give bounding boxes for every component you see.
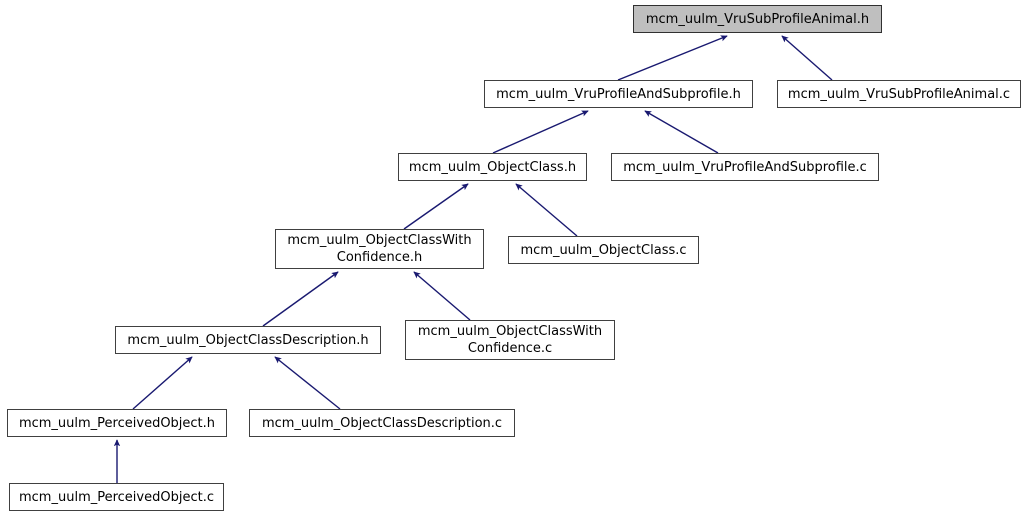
graph-node-vru_sub_profile_animal_c[interactable]: mcm_uulm_VruSubProfileAnimal.c bbox=[777, 80, 1021, 108]
edge-vru_sub_profile_animal_c-to-vru_sub_profile_animal_h bbox=[781, 35, 833, 81]
graph-node-label: mcm_uulm_ObjectClassDescription.h bbox=[127, 332, 369, 348]
graph-node-perceived_object_c[interactable]: mcm_uulm_PerceivedObject.c bbox=[9, 483, 224, 511]
graph-node-label: mcm_uulm_PerceivedObject.c bbox=[19, 489, 214, 505]
graph-node-vru_profile_and_subprofile_c[interactable]: mcm_uulm_VruProfileAndSubprofile.c bbox=[611, 153, 879, 181]
graph-node-object_class_description_c[interactable]: mcm_uulm_ObjectClassDescription.c bbox=[249, 409, 515, 437]
graph-node-vru_profile_and_subprofile_h[interactable]: mcm_uulm_VruProfileAndSubprofile.h bbox=[484, 80, 753, 108]
graph-node-label: mcm_uulm_ObjectClassDescription.c bbox=[261, 415, 503, 431]
edge-object_class_description_c-to-object_class_description_h bbox=[274, 356, 341, 410]
graph-node-label: mcm_uulm_ObjectClass.h bbox=[408, 159, 577, 175]
edge-object_class_c-to-object_class_h bbox=[515, 183, 578, 237]
graph-node-object_class_c[interactable]: mcm_uulm_ObjectClass.c bbox=[508, 236, 699, 264]
graph-node-label: mcm_uulm_ObjectClassWith Confidence.h bbox=[287, 233, 472, 265]
edge-object_class_with_confidence_c-to-object_class_with_confidence_h bbox=[413, 271, 471, 321]
edge-object_class_h-to-vru_profile_and_subprofile_h bbox=[492, 110, 589, 154]
graph-node-object_class_description_h[interactable]: mcm_uulm_ObjectClassDescription.h bbox=[115, 326, 381, 354]
graph-node-label: mcm_uulm_PerceivedObject.h bbox=[18, 415, 216, 431]
graph-node-object_class_with_confidence_h[interactable]: mcm_uulm_ObjectClassWith Confidence.h bbox=[275, 229, 484, 269]
edge-object_class_with_confidence_h-to-object_class_h bbox=[403, 183, 469, 230]
edge-perceived_object_h-to-object_class_description_h bbox=[132, 356, 193, 410]
graph-node-perceived_object_h[interactable]: mcm_uulm_PerceivedObject.h bbox=[7, 409, 227, 437]
graph-node-label: mcm_uulm_VruSubProfileAnimal.h bbox=[645, 11, 870, 27]
graph-node-label: mcm_uulm_VruProfileAndSubprofile.h bbox=[496, 86, 741, 102]
graph-node-vru_sub_profile_animal_h: mcm_uulm_VruSubProfileAnimal.h bbox=[633, 5, 882, 33]
graph-node-object_class_h[interactable]: mcm_uulm_ObjectClass.h bbox=[398, 153, 587, 181]
edge-vru_profile_and_subprofile_h-to-vru_sub_profile_animal_h bbox=[617, 35, 728, 81]
graph-node-label: mcm_uulm_ObjectClass.c bbox=[520, 242, 687, 258]
edge-vru_profile_and_subprofile_c-to-vru_profile_and_subprofile_h bbox=[644, 110, 719, 154]
graph-node-label: mcm_uulm_VruSubProfileAnimal.c bbox=[787, 86, 1011, 102]
graph-node-label: mcm_uulm_ObjectClassWith Confidence.c bbox=[417, 324, 603, 356]
graph-node-label: mcm_uulm_VruProfileAndSubprofile.c bbox=[623, 159, 867, 175]
graph-node-object_class_with_confidence_c[interactable]: mcm_uulm_ObjectClassWith Confidence.c bbox=[405, 320, 615, 360]
edge-object_class_description_h-to-object_class_with_confidence_h bbox=[262, 271, 339, 327]
